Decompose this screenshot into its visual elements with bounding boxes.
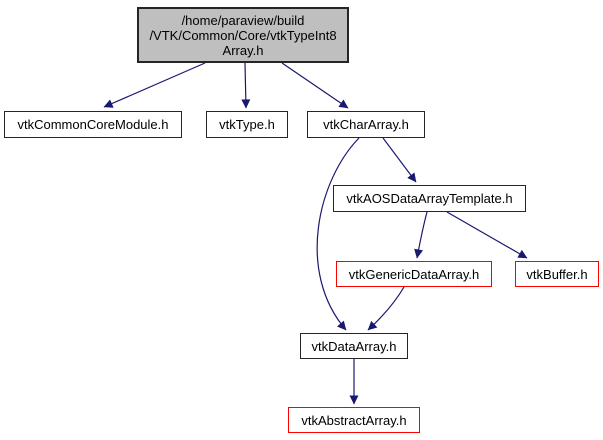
edge-vtkGenericDataArray-to-vtkDataArray [367,286,405,331]
node-vtkAbstractArray[interactable]: vtkAbstractArray.h [288,407,420,433]
node-vtkDataArray[interactable]: vtkDataArray.h [300,333,408,359]
node-vtkType[interactable]: vtkType.h [206,111,288,138]
node-label: vtkType.h [219,117,275,132]
node-vtkBuffer[interactable]: vtkBuffer.h [515,261,599,287]
node-label: vtkCharArray.h [323,117,409,132]
node-root-vtkTypeInt8Array: /home/paraview/build /VTK/Common/Core/vt… [137,7,349,63]
node-label: vtkDataArray.h [311,338,397,354]
edge-root-to-vtkCharArray [281,62,349,109]
node-label-line: /VTK/Common/Core/vtkTypeInt8 [149,27,337,43]
node-label: vtkAOSDataArrayTemplate.h [346,191,513,206]
edge-root-to-vtkCommonCoreModule [103,62,206,108]
node-label: vtkGenericDataArray.h [348,266,480,282]
node-label-line: /home/paraview/build [181,12,305,28]
edge-vtkCharArray-to-vtkDataArray [316,137,360,331]
edge-root-to-vtkType [241,62,251,109]
edge-vtkAOSDataArrayTemplate-to-vtkBuffer [446,211,528,259]
edge-vtkAOSDataArrayTemplate-to-vtkGenericDataArray [414,211,428,259]
node-label-line: Array.h [222,42,264,58]
node-vtkCommonCoreModule[interactable]: vtkCommonCoreModule.h [4,111,182,138]
node-label: vtkBuffer.h [526,266,588,282]
node-label: vtkAbstractArray.h [301,412,407,428]
edge-vtkCharArray-to-vtkAOSDataArrayTemplate [382,137,417,183]
node-vtkAOSDataArrayTemplate[interactable]: vtkAOSDataArrayTemplate.h [333,185,526,212]
node-vtkCharArray[interactable]: vtkCharArray.h [307,111,425,138]
node-vtkGenericDataArray[interactable]: vtkGenericDataArray.h [336,261,492,287]
node-label: vtkCommonCoreModule.h [17,117,169,132]
